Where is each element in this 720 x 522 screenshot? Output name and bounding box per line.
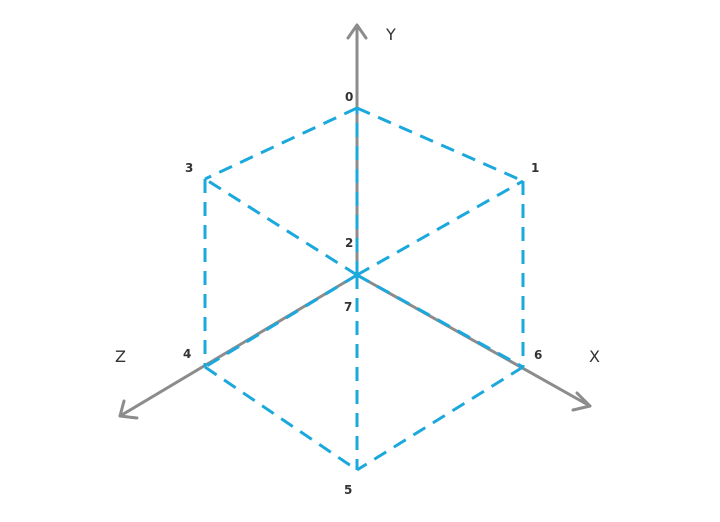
y-axis-label: Y — [385, 25, 396, 44]
edge-2-3 — [204, 177, 358, 277]
vertex-label-7: 7 — [344, 300, 352, 314]
z-axis-label: Z — [115, 347, 126, 366]
edge-4-5 — [204, 365, 358, 472]
y-axis-arrow-icon — [346, 23, 368, 40]
vertex-label-3: 3 — [185, 161, 193, 175]
x-axis-arrow-icon — [571, 391, 592, 412]
x-axis — [355, 273, 592, 408]
cube-edges — [203, 106, 525, 472]
vertex-labels: 0 1 2 3 4 5 6 7 — [183, 90, 542, 497]
vertex-label-0: 0 — [345, 90, 353, 104]
axis-labels: Y X Z — [115, 25, 600, 366]
edge-0-3 — [204, 106, 358, 181]
vertex-label-4: 4 — [183, 347, 191, 361]
vertex-label-1: 1 — [531, 161, 539, 175]
vertex-label-2: 2 — [345, 236, 353, 250]
edge-0-1 — [356, 106, 524, 183]
z-axis-arrow-icon — [118, 399, 139, 420]
edge-7-6 — [356, 273, 524, 369]
vertex-label-5: 5 — [344, 483, 352, 497]
edge-6-5 — [356, 365, 524, 472]
edge-2-1 — [356, 179, 524, 277]
z-axis — [118, 273, 359, 418]
vertex-label-6: 6 — [534, 348, 542, 362]
x-axis-label: X — [589, 347, 600, 366]
edge-7-4 — [204, 273, 358, 369]
